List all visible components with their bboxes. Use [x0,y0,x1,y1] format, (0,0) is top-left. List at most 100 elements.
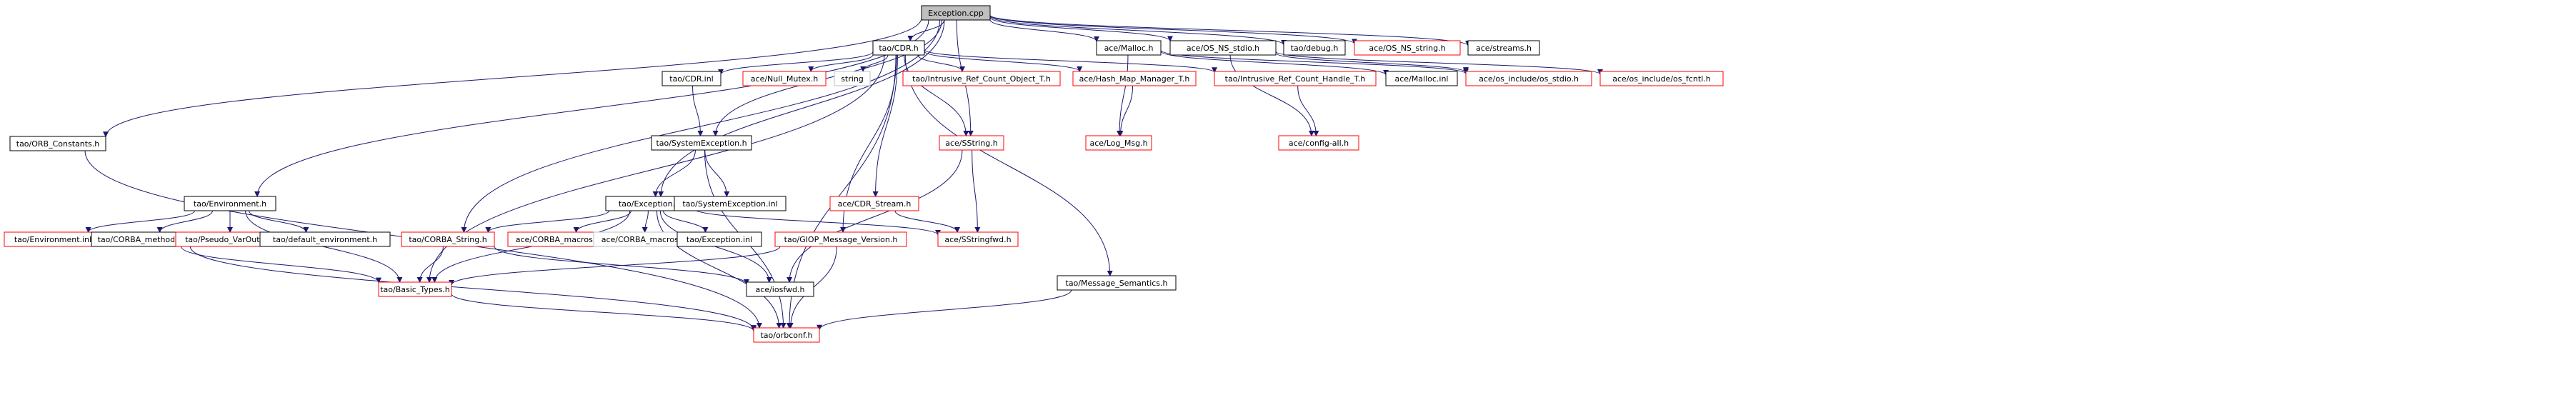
node-ace_corba_macros_h[interactable]: ace/CORBA_macros.h [507,231,609,247]
node-cdr_stream_h[interactable]: ace/CDR_Stream.h [829,196,919,211]
node-label-default_environment_h: tao/default_environment.h [273,235,377,244]
node-system_exception_h[interactable]: tao/SystemException.h [651,135,752,151]
node-box-ace_streams_h [1467,40,1540,56]
node-string_ext[interactable]: string [834,71,871,86]
node-label-cdr_inl: tao/CDR.inl [669,74,713,84]
edge-cdr_h-to-cdr_inl [718,51,874,75]
node-box-ace_os_ns_string_h [1354,40,1461,56]
node-layer: Exception.cpp tao/CDR.h ace/Malloc.h ace/OS… [4,5,1724,343]
node-cdr_h[interactable]: tao/CDR.h [872,40,925,56]
node-label-os_include_os_stdio_h: ace/os_include/os_stdio.h [1479,74,1579,84]
node-intrusive_ref_count_handle_t_h[interactable]: tao/Intrusive_Ref_Count_Handle_T.h [1214,71,1377,86]
node-box-basic_types_h [378,281,452,297]
node-intrusive_ref_count_object_t_h[interactable]: tao/Intrusive_Ref_Count_Object_T.h [902,71,1061,86]
edge-cdr_h-to-sstring_h [904,54,969,136]
node-ace_corba_macros_h_ext[interactable]: ace/CORBA_macros.h [593,231,694,247]
node-box-sstring_h [939,135,1004,151]
edge-message_semantics_h-to-orbconf_h [817,289,1072,331]
node-tao_exception_inl[interactable]: tao/Exception.inl [677,231,762,247]
edge-cdr_h-to-intrusive_ref_count_object_t_h [917,54,965,72]
node-box-ace_os_ns_stdio_h [1169,40,1277,56]
node-box-orb_constants_h [9,136,106,151]
edge-environment_h-to-environment_inl [85,210,195,233]
node-config_all_h[interactable]: ace/config-all.h [1278,135,1359,151]
node-exception_cpp[interactable]: Exception.cpp [921,5,991,21]
node-label-pseudo_varout_t_h: tao/Pseudo_VarOut_T.h [185,235,275,244]
edge-cdr_h-to-hash_map_manager_t_h [924,51,1083,72]
node-box-log_msg_h [1085,135,1152,151]
node-label-cdr_stream_h: ace/CDR_Stream.h [838,199,912,209]
node-default_environment_h[interactable]: tao/default_environment.h [259,231,391,247]
node-box-os_include_os_fcntl_h [1599,71,1724,86]
edge-ace_malloc_h-to-log_msg_h [1117,54,1129,136]
node-null_mutex_h[interactable]: ace/Null_Mutex.h [742,71,827,86]
edge-cdr_stream_h-to-sstringfwd_h [894,210,960,233]
node-box-orbconf_h [753,327,820,343]
node-box-sstringfwd_h [937,231,1019,247]
node-os_include_os_fcntl_h[interactable]: ace/os_include/os_fcntl.h [1599,71,1724,86]
node-box-giop_message_version_h [774,231,907,247]
edge-cdr_h-to-null_mutex_h [808,54,874,72]
node-os_include_os_stdio_h[interactable]: ace/os_include/os_stdio.h [1465,71,1592,86]
edge-exception_h-to-corba_string_h [485,210,610,233]
node-orbconf_h[interactable]: tao/orbconf.h [753,327,820,343]
node-basic_types_h[interactable]: tao/Basic_Types.h [378,281,452,297]
edge-cdr_h-to-string_ext [860,54,889,72]
node-label-corba_string_h: tao/CORBA_String.h [409,235,486,244]
edge-exception_cpp-to-cdr_h [907,19,945,41]
node-ace_malloc_inl[interactable]: ace/Malloc.inl [1385,71,1458,86]
node-label-log_msg_h: ace/Log_Msg.h [1089,139,1147,148]
edge-exception_cpp-to-orb_constants_h [103,17,922,138]
edge-ace_os_ns_stdio_h-to-os_include_os_fcntl_h [1275,51,1603,75]
edge-giop_message_version_h-to-basic_types_h [449,246,781,286]
edge-exception_cpp-to-ace_streams_h [989,14,1471,46]
node-environment_h[interactable]: tao/Environment.h [184,196,276,211]
node-hash_map_manager_t_h[interactable]: ace/Hash_Map_Manager_T.h [1072,71,1197,86]
edge-exception_h-to-sstringfwd_h [692,208,941,236]
node-label-environment_h: tao/Environment.h [194,199,266,209]
node-giop_message_version_h[interactable]: tao/GIOP_Message_Version.h [774,231,907,247]
node-system_exception_inl[interactable]: tao/SystemException.inl [674,196,787,211]
edge-exception_cpp-to-ace_os_ns_stdio_h [989,16,1173,42]
node-box-intrusive_ref_count_handle_t_h [1214,71,1377,86]
node-box-cdr_h [872,40,925,56]
edge-exception_h-to-orbconf_h [656,210,782,329]
node-corba_methods_h[interactable]: tao/CORBA_methods.h [91,231,194,247]
node-message_semantics_h[interactable]: tao/Message_Semantics.h [1057,275,1177,291]
node-sstring_h[interactable]: ace/SString.h [939,135,1004,151]
node-tao_debug_h[interactable]: tao/debug.h [1283,40,1346,56]
edge-corba_methods_h-to-basic_types_h [181,246,381,284]
node-label-message_semantics_h: tao/Message_Semantics.h [1066,279,1168,288]
node-label-exception_h: tao/Exception.h [619,199,680,209]
edge-sstring_h-to-iosfwd_h [787,149,963,283]
node-iosfwd_h[interactable]: ace/iosfwd.h [746,281,814,297]
node-corba_string_h[interactable]: tao/CORBA_String.h [401,231,495,247]
node-box-environment_h [184,196,276,211]
edge-exception_cpp-to-ace_os_ns_string_h [989,15,1357,45]
node-ace_streams_h[interactable]: ace/streams.h [1467,40,1540,56]
node-log_msg_h[interactable]: ace/Log_Msg.h [1085,135,1152,151]
node-label-sstringfwd_h: ace/SStringfwd.h [944,235,1011,244]
node-environment_inl[interactable]: tao/Environment.inl [4,231,102,247]
node-ace_malloc_h[interactable]: ace/Malloc.h [1096,40,1162,56]
node-orb_constants_h[interactable]: tao/ORB_Constants.h [9,136,106,151]
node-box-ace_malloc_h [1096,40,1162,56]
node-box-null_mutex_h [742,71,827,86]
edge-hash_map_manager_t_h-to-log_msg_h [1117,85,1134,136]
node-box-cdr_stream_h [829,196,919,211]
node-sstringfwd_h[interactable]: ace/SStringfwd.h [937,231,1019,247]
node-ace_os_ns_string_h[interactable]: ace/OS_NS_string.h [1354,40,1461,56]
edge-cdr_h-to-cdr_stream_h [872,54,898,197]
node-label-tao_exception_inl: tao/Exception.inl [687,235,752,244]
node-label-null_mutex_h: ace/Null_Mutex.h [751,74,818,84]
node-ace_os_ns_stdio_h[interactable]: ace/OS_NS_stdio.h [1169,40,1277,56]
node-cdr_inl[interactable]: tao/CDR.inl [662,71,722,86]
node-box-default_environment_h [259,231,391,247]
edge-environment_h-to-corba_methods_h [156,210,213,233]
edge-environment_h-to-default_environment_h [249,210,309,233]
node-label-ace_corba_macros_h_ext: ace/CORBA_macros.h [601,235,687,244]
node-label-giop_message_version_h: tao/GIOP_Message_Version.h [784,235,898,244]
node-label-orb_constants_h: tao/ORB_Constants.h [16,139,100,149]
edge-exception_cpp-to-environment_h [254,19,929,197]
node-pseudo_varout_t_h[interactable]: tao/Pseudo_VarOut_T.h [175,231,285,247]
